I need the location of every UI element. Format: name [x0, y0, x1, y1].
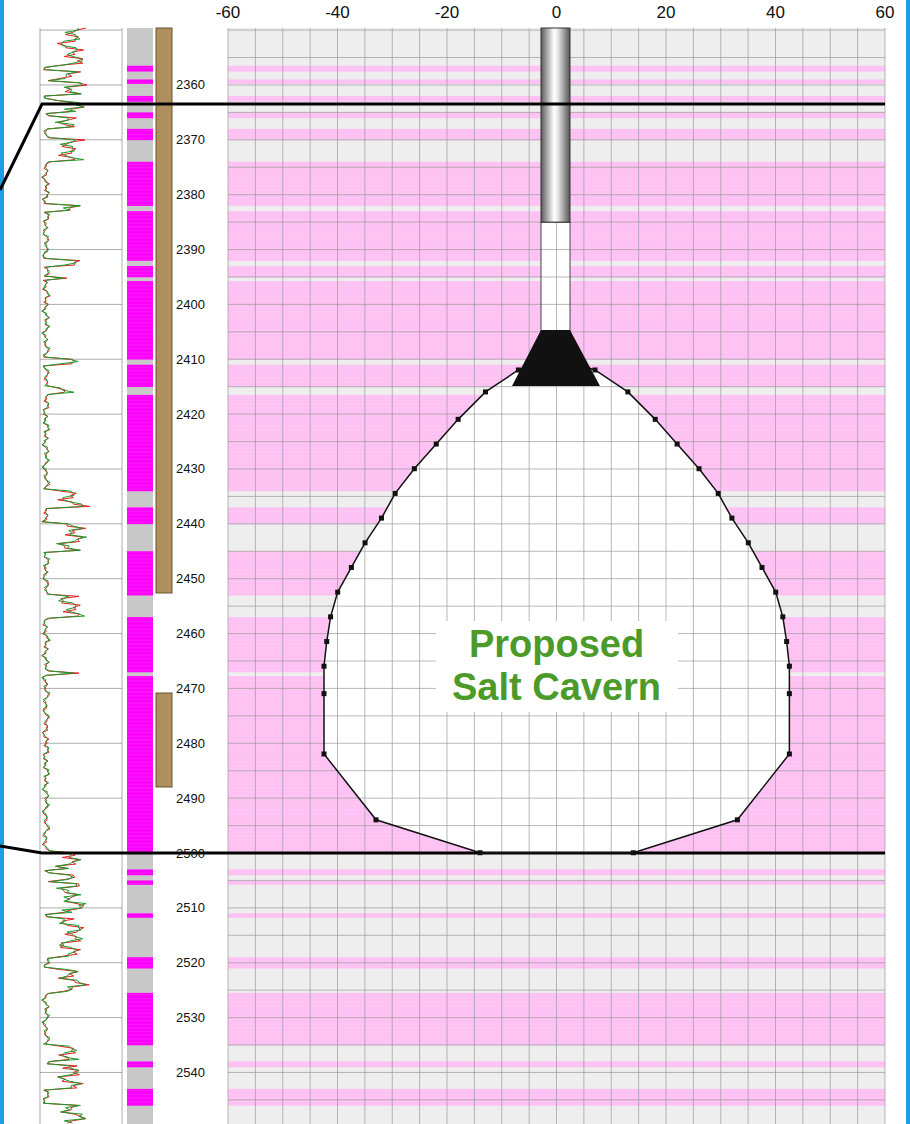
interval-bar	[156, 28, 172, 593]
depth-label: 2450	[176, 572, 205, 585]
grid-lines	[228, 28, 885, 1124]
axis-label: 40	[766, 4, 785, 21]
depth-label: 2520	[176, 956, 205, 969]
depth-label: 2420	[176, 408, 205, 421]
lithology-column	[127, 28, 153, 1124]
depth-label: 2530	[176, 1011, 205, 1024]
casing-pipe	[541, 28, 570, 222]
casing-shoe	[512, 330, 600, 386]
depth-label: 2440	[176, 517, 205, 530]
depth-label: 2400	[176, 298, 205, 311]
depth-label: 2430	[176, 462, 205, 475]
frame-border	[906, 0, 910, 1124]
gamma-log	[40, 28, 122, 1124]
depth-label: 2470	[176, 682, 205, 695]
formation-bands	[228, 28, 885, 1124]
cavern-outline	[324, 359, 789, 853]
cavern-label-box: Proposed Salt Cavern	[324, 621, 789, 712]
salt-top-line	[0, 104, 885, 190]
frame-border	[0, 0, 4, 1124]
axis-label: -40	[325, 4, 350, 21]
axis-label: -60	[216, 4, 241, 21]
axis-label: 60	[876, 4, 895, 21]
depth-label: 2460	[176, 627, 205, 640]
axis-label: 20	[657, 4, 676, 21]
salt-base-line	[0, 846, 885, 853]
depth-label: 2390	[176, 243, 205, 256]
depth-label: 2360	[176, 78, 205, 91]
depth-label: 2490	[176, 792, 205, 805]
axis-label: 0	[552, 4, 561, 21]
depth-label: 2480	[176, 737, 205, 750]
axis-label: -20	[435, 4, 460, 21]
depth-label: 2410	[176, 353, 205, 366]
cavern-label: Proposed Salt Cavern	[436, 621, 678, 712]
cavern-shape: Proposed Salt Cavern	[324, 359, 789, 853]
depth-label: 2500	[176, 847, 205, 860]
depth-label: 2370	[176, 133, 205, 146]
depth-label: 2510	[176, 901, 205, 914]
depth-label: 2380	[176, 188, 205, 201]
depth-label: 2540	[176, 1066, 205, 1079]
interval-bar	[156, 693, 172, 787]
